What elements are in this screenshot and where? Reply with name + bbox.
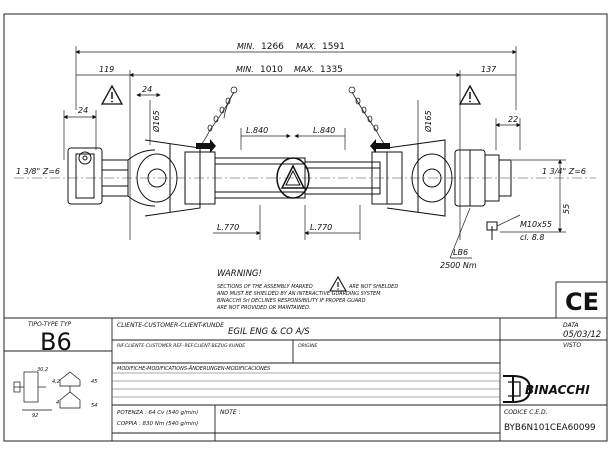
safety-chain-left [199,86,238,147]
overall-max-value: 1591 [322,42,345,52]
dim-840 [240,128,346,150]
overall-min-value: 1266 [261,42,284,52]
tube-max-label: MAX. [294,65,314,74]
tube-min-value: 1010 [260,65,283,75]
warning-line2: AND MUST BE SHIELDED BY AN INTERACTIVE G… [216,291,381,297]
right-dims [449,159,566,259]
brand-name: BINACCHI [525,383,590,397]
limiter-model: LB6 [453,248,468,257]
limiter-torque: 2500 Nm [440,261,477,270]
warning-line3: BINACCHI SrI DECLINES RESPONSIBILITY IF … [217,298,366,304]
left-shaft-spec: 1 3/8" Z=6 [16,167,60,176]
safety-chain-right [348,86,387,147]
mod-label: MODIFICHE-MODIFICATIONS-ÄNDERUNGEN-MODIF… [117,365,271,372]
left-dim-24b: 24 [142,85,152,94]
direction-arrow-icon [370,139,390,153]
data-value: 05/03/12 [563,330,601,340]
note-label: NOTE : [220,409,241,416]
right-diameter: Ø165 [423,110,433,133]
left-dim-24: 24 [78,106,88,115]
right-shaft-spec: 1 3/4" Z=6 [542,167,586,176]
bolt-spec: M10x55 [520,220,552,229]
title-block-grid [4,281,608,441]
profile-sketch [13,371,81,411]
ce-mark: CE [565,288,599,316]
torque-spec: COPPIA : 830 Nm (540 g/min) [117,421,198,427]
dim-4: 4 [56,400,59,406]
overall-min-label: MIN. [237,42,255,51]
dim-30-2: 30,2 [37,367,48,373]
right-dim-22: 22 [508,115,518,124]
sheet-border [3,13,608,442]
warning-triangle-icon [100,84,124,105]
tube-max-value: 1335 [320,65,343,75]
driveshaft-assembly [67,139,512,240]
visto-label: VISTO [563,342,581,349]
dim-770 [213,205,361,240]
warning-triangle-icon [458,84,482,105]
right-dim-55: 55 [562,204,571,214]
client-label: CLIENTE-CUSTOMER-CLIENT-KUNDE [117,322,224,329]
code-value: BYB6N101CEA60099 [504,423,596,433]
l770-left: L.770 [217,223,239,232]
warning-title: WARNING! [217,269,262,279]
left-diameter: Ø165 [151,110,161,133]
warning-logo-icon [276,157,310,199]
warning-triangle-icon [329,275,347,292]
left-offset-value: 119 [99,65,114,74]
l840-right: L.840 [313,126,335,135]
warning-line1b: ARE NOT SHIELDED [348,284,398,290]
overall-max-label: MAX. [296,42,316,51]
dim-4-2: 4,2 [52,379,60,385]
power-spec: POTENZA : 64 Cv (540 g/min) [117,410,198,416]
ref-label: RIF.CLIENTE-CUSTOMER REF.-REF.CLIENT-BEZ… [117,343,245,349]
modification-rows [112,372,500,398]
client-value: EGIL ENG & CO A/S [228,327,310,337]
binacchi-logo-icon [503,375,532,403]
dim-92: 92 [32,413,38,419]
code-label: CODICE C.E.D. [504,409,548,416]
warning-line4: ARE NOT PROVIDED OR MAINTAINED. [216,305,311,311]
dimension-overall [75,46,517,240]
right-offset-value: 137 [481,65,497,74]
data-label: DATA [563,322,579,329]
tipo-value: B6 [40,328,72,356]
tube-min-label: MIN. [236,65,254,74]
bolt-class: cl. 8.8 [520,233,544,242]
left-small-dims [63,92,521,160]
dim-45: 45 [91,379,97,385]
l840-left: L.840 [246,126,268,135]
warning-line1a: SECTIONS OF THE ASSEMBLY MARKED [217,284,313,290]
l770-right: L.770 [310,223,332,232]
tipo-label: TIPO-TYPE TYP [28,321,71,328]
origin-label: ORIGINE [298,343,318,349]
dim-54: 54 [91,403,97,409]
direction-arrow-icon [196,139,216,153]
